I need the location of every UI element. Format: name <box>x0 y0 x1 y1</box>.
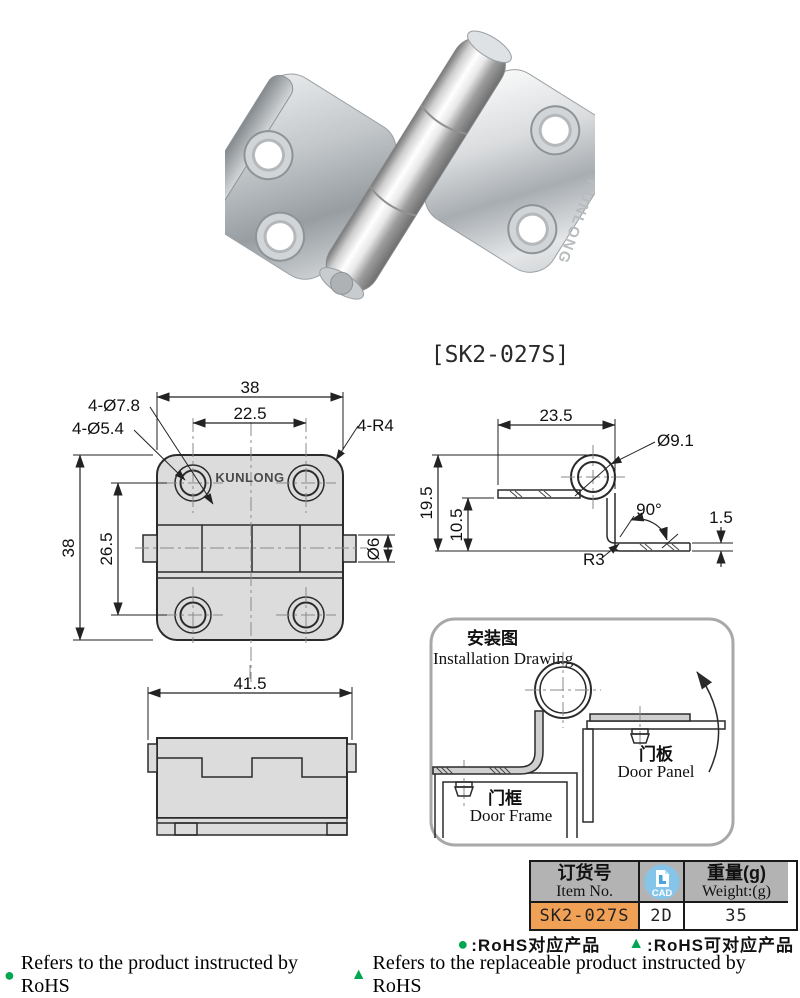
dim-front-hole-spacing-v: 26.5 <box>97 532 116 565</box>
weight-header: 重量(g) Weight:(g) <box>683 862 788 903</box>
item-no-value: SK2-027S <box>531 903 638 929</box>
bottom-view-drawing: 41.5 <box>147 665 357 836</box>
dim-side-knuckle-dia: Ø9.1 <box>657 431 694 450</box>
dim-side-bend-radius: R3 <box>583 550 605 569</box>
dim-front-width: 38 <box>241 380 260 397</box>
door-frame-label-zh: 门框 <box>488 788 522 808</box>
barrel-top-cap <box>467 30 512 64</box>
installation-panel: 安装图 Installation Drawing 门板 Door Panel 门… <box>429 617 735 847</box>
cad-value: 2D <box>638 903 683 929</box>
weight-header-zh: 重量(g) <box>707 862 766 883</box>
dim-side-offset-height: 10.5 <box>447 508 466 541</box>
door-panel-label-en: Door Panel <box>618 762 695 781</box>
dim-front-hole-spacing-h: 22.5 <box>233 404 266 423</box>
dim-front-corner-radius: 4-R4 <box>357 416 394 435</box>
door-panel-label-zh: 门板 <box>639 744 674 764</box>
dim-front-holes-inner: 4-Ø5.4 <box>72 419 124 438</box>
cad-icon: CAD <box>644 864 679 899</box>
rohs-en-circle-label: Refers to the product instructed by RoHS <box>20 952 299 997</box>
dim-side-thickness: 1.5 <box>709 508 733 527</box>
installation-title-en: Installation Drawing <box>433 649 574 668</box>
weight-header-en: Weight:(g) <box>702 882 771 900</box>
dim-side-angle: 90° <box>636 500 662 519</box>
installation-box <box>429 617 735 847</box>
rohs-en-circle-group: ● Refers to the product instructed by Ro… <box>4 952 351 998</box>
rohs-legend-zh: ● :RoHS对应产品 ▲ :RoHS可对应产品 <box>457 931 794 956</box>
mounting-holes <box>243 105 581 262</box>
rohs-circle-icon: ● <box>4 965 15 985</box>
door-frame-label-en: Door Frame <box>470 806 553 825</box>
weight-value: 35 <box>683 903 788 929</box>
dim-bottom-total-length: 41.5 <box>233 674 266 693</box>
dim-front-holes-outer: 4-Ø7.8 <box>88 396 140 415</box>
dim-front-height: 38 <box>59 539 78 558</box>
rohs-zh-triangle-label: :RoHS可对应产品 <box>647 936 794 955</box>
rohs-triangle-icon: ▲ <box>350 966 367 983</box>
photo-caption: [SK2-027S] <box>430 342 570 368</box>
front-view-drawing: KUNLONG 38 22.5 4-Ø7.8 4-Ø5.4 4-R4 38 26… <box>59 380 395 682</box>
front-view-logo: KUNLONG <box>215 470 284 485</box>
dim-side-leaf-length: 23.5 <box>539 406 572 425</box>
item-no-header-en: Item No. <box>556 882 613 900</box>
product-photo: KUNLONG <box>225 30 595 300</box>
dim-front-pin-dia: Ø6 <box>364 538 383 561</box>
rohs-legend-en: ● Refers to the product instructed by Ro… <box>4 952 798 998</box>
dim-side-total-height: 19.5 <box>417 486 436 519</box>
spec-table: 订货号 Item No. CAD 重量(g) Weight:(g) SK2-02… <box>529 860 798 931</box>
bottom-pin-right <box>346 743 357 773</box>
cad-icon-label: CAD <box>651 888 672 899</box>
rohs-circle-icon: ● <box>457 933 470 954</box>
item-no-header: 订货号 Item No. <box>531 862 638 903</box>
rohs-en-triangle-label: Refers to the replaceable product instru… <box>372 952 746 997</box>
item-no-header-zh: 订货号 <box>557 862 612 883</box>
side-view-drawing: 23.5 Ø9.1 19.5 10.5 90° 1.5 R3 <box>417 406 733 569</box>
rohs-triangle-icon: ▲ <box>628 934 646 952</box>
installation-title-zh: 安装图 <box>467 628 518 648</box>
hinge-frame-leaf <box>432 710 544 775</box>
hinge-photo-group: KUNLONG <box>225 30 595 300</box>
cad-header: CAD <box>638 862 683 903</box>
rohs-en-triangle-group: ▲ Refers to the replaceable product inst… <box>351 952 798 998</box>
bottom-pin-left <box>147 743 158 773</box>
rohs-zh-circle-label: :RoHS对应产品 <box>471 936 601 955</box>
